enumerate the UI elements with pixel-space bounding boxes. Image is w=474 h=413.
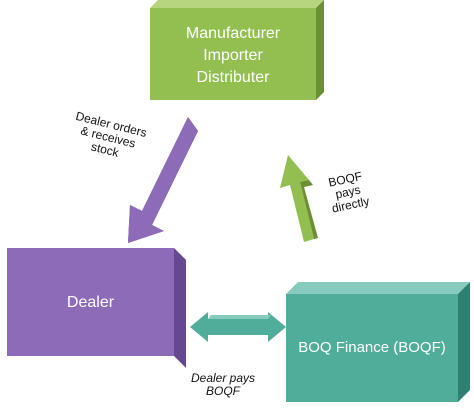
manufacturer-box <box>150 0 324 100</box>
boq-pays-arrow <box>280 155 318 242</box>
dealer-box-side <box>174 248 186 368</box>
dealer-pays-arrow <box>190 312 286 342</box>
boq-box-face <box>286 294 458 402</box>
dealer-box <box>7 248 186 368</box>
manufacturer-label-line-2: Importer <box>203 47 263 64</box>
manufacturer-box-side <box>316 0 324 100</box>
manufacturer-label-line-1: Manufacturer <box>185 25 281 42</box>
dealer-box-face <box>7 248 174 356</box>
dealer-label: Dealer <box>66 294 115 311</box>
manufacturer-box-top <box>150 0 324 8</box>
manufacturer-box-face <box>150 8 316 100</box>
boq-pays-arrow-side <box>300 180 318 239</box>
boq-box-side <box>458 282 470 402</box>
dealer-pays-arrow-top <box>208 315 271 319</box>
dealer-pays-edge-label: Dealer pays BOQF <box>178 372 268 398</box>
boq-box-top <box>286 282 470 294</box>
boq-pays-arrow-body <box>280 155 314 242</box>
dealer-pays-arrow-body <box>190 312 286 342</box>
dealer-pays-edge-label-line-1: Dealer pays <box>190 371 256 385</box>
order-arrow <box>128 117 198 243</box>
manufacturer-label: Manufacturer Importer Distributer <box>150 23 316 89</box>
dealer-pays-edge-label-line-2: BOQF <box>205 384 240 398</box>
boq-box <box>286 282 470 402</box>
manufacturer-label-line-3: Distributer <box>196 69 270 86</box>
order-arrow-body <box>128 117 198 243</box>
boq-label: BOQ Finance (BOQF) <box>298 339 446 356</box>
